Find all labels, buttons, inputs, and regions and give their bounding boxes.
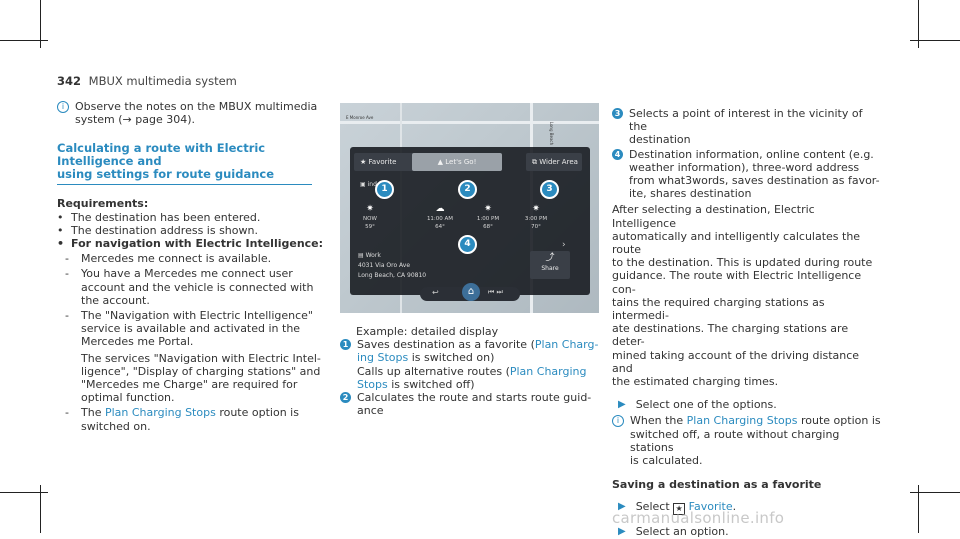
share-icon: ⤴ <box>545 253 555 263</box>
callout-3: 3 <box>540 180 559 199</box>
info-icon: i <box>57 101 69 113</box>
wider-area-button[interactable]: ⧉ Wider Area <box>526 153 582 171</box>
page-header: 342 MBUX multimedia system <box>57 74 237 88</box>
arrow-icon: ▶ <box>618 399 626 411</box>
partly-cloudy-icon: ☁ <box>435 204 445 214</box>
number-badge: 4 <box>612 148 623 160</box>
street-label: Long Beach <box>549 121 555 146</box>
left-column: i Observe the notes on the MBUX multimed… <box>57 100 327 433</box>
crop-mark <box>40 485 41 533</box>
plan-charging-stops-link: Plan Charging Stops <box>104 406 216 420</box>
legend-item-3: 3 Selects a point of interest in the vic… <box>612 107 882 147</box>
crop-mark <box>918 485 919 533</box>
middle-column: Example: detailed display 1 Saves destin… <box>340 325 600 417</box>
list-item: •The destination has been entered. <box>57 210 261 224</box>
watermark: carmanualsonline.info <box>612 509 785 527</box>
section-title: Calculating a route with Electric Intell… <box>57 141 312 186</box>
number-badge: 2 <box>340 392 351 404</box>
section-title-line: using settings for route guidance <box>57 167 275 182</box>
sun-icon: ✷ <box>484 204 492 214</box>
instruction-step: ▶Select an option. <box>618 525 729 539</box>
sub-list-item: -The "Navigation with Electric Intellige… <box>65 309 321 405</box>
number-badge: 3 <box>612 108 623 119</box>
subsection-title: Saving a destination as a favorite <box>612 478 822 492</box>
navigation-arrow-icon: ▲ <box>437 158 443 166</box>
running-title: MBUX multimedia system <box>88 74 237 88</box>
crop-mark <box>910 492 960 493</box>
street-label: E Monroe Ave <box>346 115 374 120</box>
plan-charging-stops-link: Plan Charging Stops <box>686 414 798 428</box>
legend-item-1: 1 Saves destination as a favorite (Plan … <box>340 338 600 391</box>
crop-mark <box>0 40 48 41</box>
note: i When the Plan Charging Stops route opt… <box>612 414 882 467</box>
home-icon[interactable]: ⌂ <box>462 283 480 301</box>
sun-icon: ✷ <box>366 204 374 214</box>
instruction-step: ▶Select ★ Favorite. <box>618 500 737 516</box>
bullet-text: For navigation with Electric Intelligenc… <box>71 237 324 251</box>
crop-mark <box>0 492 48 493</box>
destination-address: ▤ Work 4031 Via Oro Ave Long Beach, CA 9… <box>358 252 427 279</box>
note-text: Observe the notes on the MBUX multimedia… <box>75 100 318 127</box>
requirements-title: Requirements: <box>57 197 149 211</box>
list-item: •For navigation with Electric Intelligen… <box>57 237 324 251</box>
figure-caption: Example: detailed display <box>356 325 499 338</box>
legend-item-2: 2 Calculates the route and starts route … <box>340 391 600 417</box>
star-icon: ★ <box>673 503 686 516</box>
star-icon: ★ <box>360 158 367 166</box>
callout-2: 2 <box>458 180 477 199</box>
number-badge: 1 <box>340 339 351 351</box>
crop-mark <box>918 0 919 48</box>
callout-1: 1 <box>375 180 394 199</box>
share-button[interactable]: ⤴Share <box>530 251 570 279</box>
mbux-screen-image: E Monroe Ave Long Beach ★ Favorite ▲ Let… <box>340 103 599 313</box>
sun-icon: ✷ <box>532 204 540 214</box>
arrow-icon: ▶ <box>618 526 626 538</box>
legend-item-4: 4 Destination information, online conten… <box>612 148 882 201</box>
map-icon: ⧉ <box>532 158 537 166</box>
description-paragraph: After selecting a destination, Electric … <box>612 203 873 389</box>
chevron-right-icon[interactable]: › <box>562 240 566 250</box>
section-title-line: Calculating a route with Electric Intell… <box>57 141 266 169</box>
poi-icon: ▣ <box>360 181 366 188</box>
instruction-step: ▶Select one of the options. <box>618 398 777 412</box>
bullet-text: The destination address is shown. <box>71 223 258 237</box>
page-number: 342 <box>57 74 82 88</box>
crop-mark <box>40 0 41 48</box>
briefcase-icon: ▤ <box>358 252 364 259</box>
sub-item-text: The "Navigation with Electric Intelligen… <box>81 309 321 405</box>
favorite-button[interactable]: ★ Favorite <box>354 153 420 171</box>
note: i Observe the notes on the MBUX multimed… <box>57 100 327 126</box>
bottom-nav-bar: ↩ ⌂ ⏮ ⏭ <box>420 283 520 301</box>
media-controls-icon[interactable]: ⏮ ⏭ <box>488 288 503 296</box>
arrow-icon: ▶ <box>618 501 626 513</box>
sub-item-text: Mercedes me connect is available. <box>81 252 272 266</box>
right-column: 3 Selects a point of interest in the vic… <box>612 107 882 539</box>
back-icon[interactable]: ↩ <box>432 288 439 297</box>
crop-mark <box>910 40 960 41</box>
bullet-text: The destination has been entered. <box>71 210 261 224</box>
callout-4: 4 <box>458 235 477 254</box>
sub-list-item: -Mercedes me connect is available. <box>65 252 272 266</box>
lets-go-button[interactable]: ▲ Let's Go! <box>412 153 502 171</box>
info-icon: i <box>612 415 624 428</box>
sub-list-item: -The Plan Charging Stops route option is… <box>65 406 299 433</box>
list-item: •The destination address is shown. <box>57 223 258 237</box>
